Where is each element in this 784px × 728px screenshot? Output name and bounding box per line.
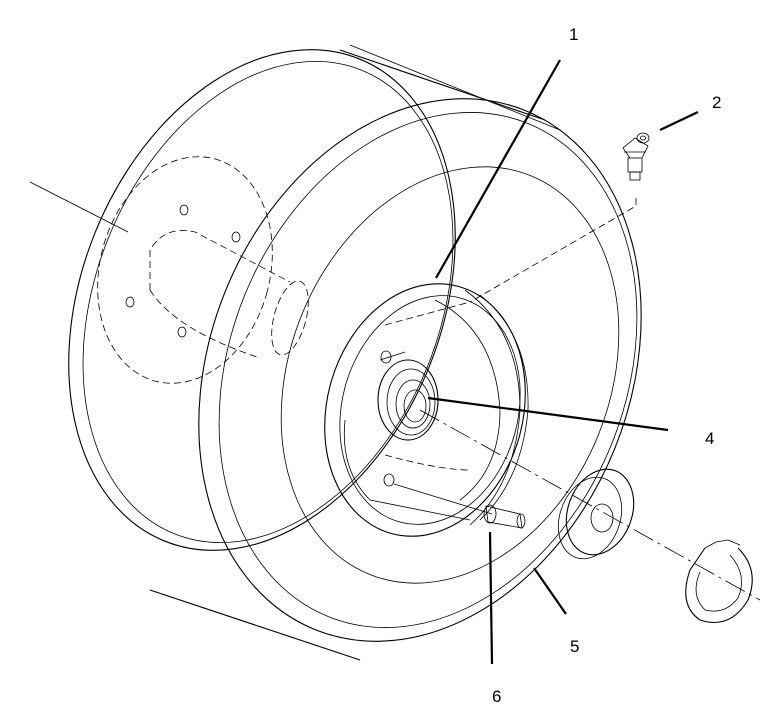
rear-hub-bore-upper: [149, 230, 291, 290]
bolt-hole: [177, 326, 187, 338]
hub-hole: [380, 350, 392, 364]
valve-path: [393, 483, 493, 515]
hub-rim-inner: [339, 295, 521, 525]
bearing-shoulder: [379, 351, 406, 361]
valve-stem: [393, 483, 526, 529]
washer-hole: [590, 503, 614, 533]
rear-hub-hidden: [97, 156, 309, 384]
fitting-nipple: [636, 132, 650, 144]
ring-inner: [695, 554, 742, 612]
washer-face: [565, 468, 635, 556]
fitting-elbow: [622, 137, 649, 159]
tire-bead-outline: [280, 166, 620, 584]
bolt-hole: [179, 204, 189, 216]
washer: [557, 468, 635, 560]
bolt-hole: [125, 296, 135, 308]
valve-body: [485, 505, 523, 529]
leader-2: [659, 111, 699, 131]
valve-tip: [516, 513, 526, 529]
wheel-hub: [324, 283, 529, 537]
tire-tread-bottom: [149, 589, 361, 661]
bearing-seal: [386, 368, 436, 436]
rear-hub-bore-lower: [149, 289, 261, 359]
ring-outer: [685, 547, 753, 624]
tire-tread-top: [339, 49, 546, 121]
hub-ring: [434, 299, 501, 501]
hidden-edge: [384, 454, 471, 471]
valve-hole: [383, 473, 395, 487]
callout-5: 5: [570, 637, 579, 656]
grease-fitting: [469, 132, 650, 303]
leader-4: [427, 396, 669, 432]
axle-line: [29, 181, 129, 233]
hub-web: [343, 419, 471, 521]
washer-back: [557, 476, 623, 560]
tire-front-outline: [198, 98, 642, 642]
ring-gap: [704, 539, 741, 549]
tire-rear-outline: [68, 49, 456, 551]
valve-base: [483, 504, 497, 524]
tire: [68, 44, 642, 661]
leader-6: [488, 531, 494, 665]
callout-1: 1: [569, 25, 578, 44]
tire-tread-top-edge: [349, 44, 561, 131]
center-axis: [419, 409, 761, 601]
leader-5: [533, 567, 567, 615]
tire-front-shoulder: [218, 112, 638, 628]
tire-rear-inner-edge: [82, 61, 454, 543]
hub-ring: [479, 294, 529, 521]
leader-1: [435, 59, 561, 279]
callout-2: 2: [712, 93, 721, 112]
fitting-thread: [629, 171, 641, 181]
rear-hub-flange: [97, 156, 273, 384]
retaining-ring: [685, 539, 753, 624]
hub-rim-outer: [324, 283, 526, 537]
fitting-path: [469, 198, 637, 303]
bearing-inner-race: [395, 379, 431, 429]
callout-4: 4: [705, 429, 714, 448]
callout-6: 6: [492, 687, 501, 706]
hidden-edge: [384, 301, 471, 326]
bearing-bore: [403, 389, 427, 423]
fitting-hex: [627, 157, 643, 173]
fitting-nipple-tip: [640, 135, 646, 141]
bolt-hole: [231, 231, 241, 243]
rear-hub-bore-end: [271, 280, 309, 356]
